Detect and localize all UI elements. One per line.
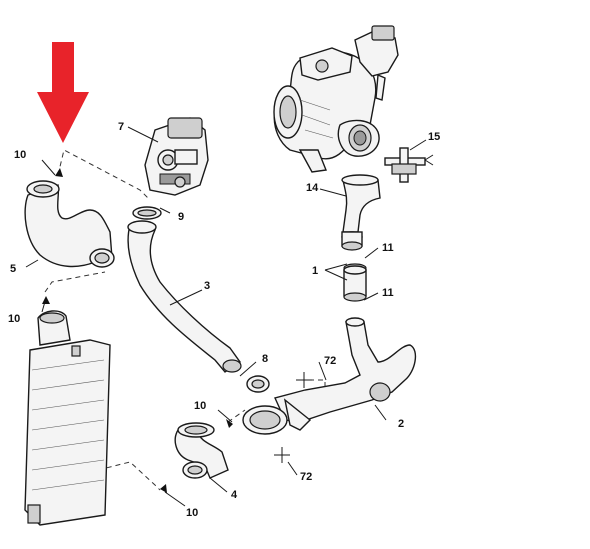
part-8-clamp xyxy=(246,375,270,393)
callout-1: 1 xyxy=(312,265,318,277)
part-2-pipe xyxy=(242,317,417,435)
intercooler xyxy=(24,310,111,526)
callout-7: 7 xyxy=(118,121,124,133)
callout-4: 4 xyxy=(231,489,238,501)
turbocharger xyxy=(273,25,399,173)
callout-72-top: 72 xyxy=(324,355,336,367)
callout-15: 15 xyxy=(428,131,440,143)
callout-10-left: 10 xyxy=(8,313,20,325)
leader-lines xyxy=(25,126,427,507)
part-4-small-hose xyxy=(174,422,229,479)
part-7-throttle-body xyxy=(144,117,209,196)
callout-2: 2 xyxy=(398,418,404,430)
callout-labels: 7 10 9 5 3 10 8 10 4 10 15 14 11 1 11 72… xyxy=(8,121,440,519)
callout-3: 3 xyxy=(204,280,210,292)
callout-10-top: 10 xyxy=(14,149,26,161)
part-14-short-hose xyxy=(341,174,381,251)
callout-14: 14 xyxy=(306,182,319,194)
part-1-coupling xyxy=(343,263,367,302)
dashed-connection-lines xyxy=(44,149,326,491)
callout-8: 8 xyxy=(262,353,268,365)
callout-72-bottom: 72 xyxy=(300,471,312,483)
callout-10-bottom: 10 xyxy=(186,507,198,519)
crosshair-marker-icon xyxy=(274,372,312,463)
part-5-bent-hose xyxy=(24,180,115,268)
callout-9: 9 xyxy=(178,211,184,223)
callout-10-mid: 10 xyxy=(194,400,206,412)
part-3-long-hose xyxy=(127,220,242,373)
callout-5: 5 xyxy=(10,263,16,275)
part-15-bracket xyxy=(384,147,434,183)
callout-11-top: 11 xyxy=(382,242,394,254)
part-9-clamp xyxy=(132,206,162,220)
red-down-arrow-icon xyxy=(37,42,89,143)
callout-11-bottom: 11 xyxy=(382,287,394,299)
